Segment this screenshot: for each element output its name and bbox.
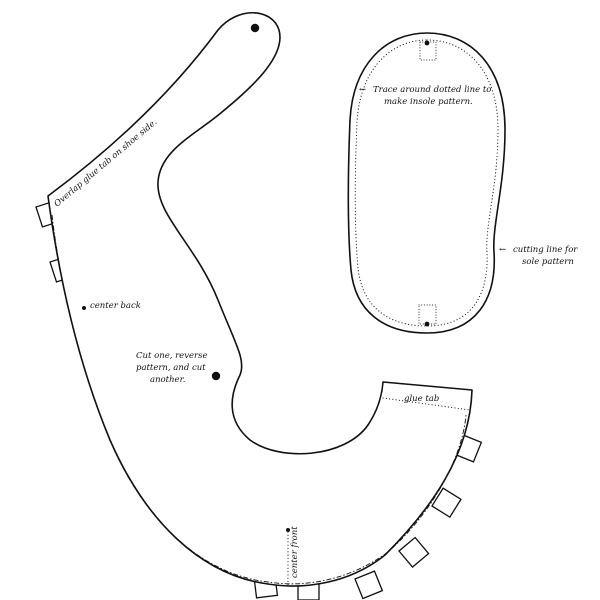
heel-dot-sole: [424, 321, 430, 327]
tab-13: [431, 487, 462, 519]
center-front-dot: [286, 528, 290, 532]
heel-mark-square: [418, 304, 437, 325]
cut-note-line3: another.: [150, 375, 185, 385]
tab-11: [354, 570, 384, 600]
cut-note-line1: Cut one, reverse: [136, 351, 208, 361]
upper-outline: [47, 11, 473, 587]
cutting-arrow: ←: [499, 245, 506, 255]
cutting-note-line2: sole pattern: [522, 257, 574, 267]
glue-tab-label: glue tab: [404, 394, 439, 404]
tab-12: [398, 536, 430, 569]
sole-outline: [347, 32, 506, 334]
sole-pattern-piece: ← Trace around dotted line to make insol…: [347, 32, 578, 334]
glue-tab-line: [382, 397, 471, 411]
insole-dotted-line: [354, 39, 499, 327]
cut-note-line2: pattern, and cut: [136, 363, 206, 373]
heel-dot: [250, 23, 260, 33]
insole-arrow: ←: [359, 85, 366, 95]
instep-dot: [211, 371, 221, 381]
cutting-note-line1: cutting line for: [513, 245, 578, 255]
fold-line: [51, 214, 467, 585]
center-back-dot: [82, 306, 86, 310]
insole-note-line1: Trace around dotted line to: [373, 85, 491, 95]
insole-note-line2: make insole pattern.: [384, 97, 473, 107]
center-front-label: center front: [290, 526, 300, 578]
toe-dot: [424, 40, 430, 46]
center-back-label: center back: [90, 301, 141, 311]
